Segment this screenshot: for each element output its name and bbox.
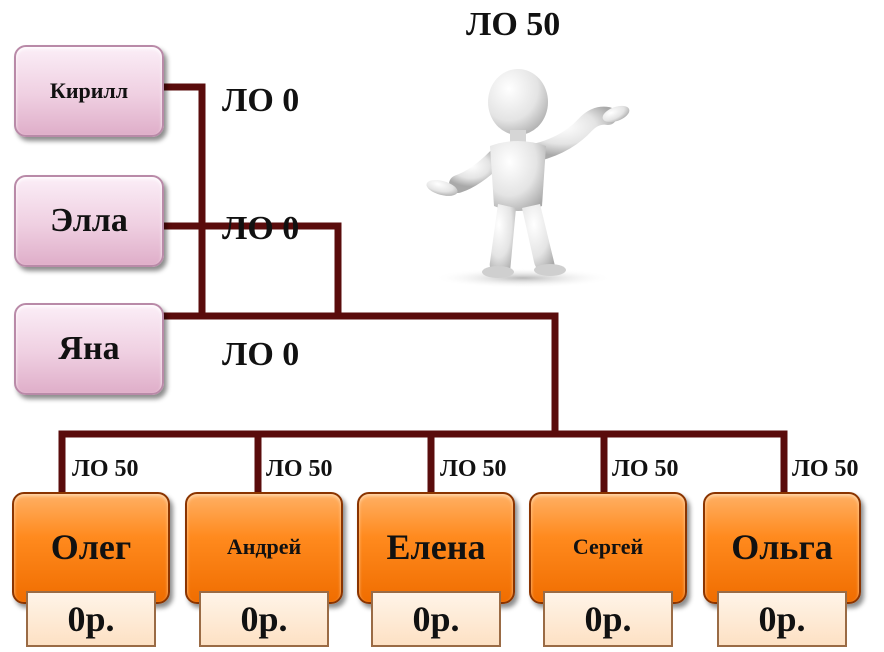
top-lo-label: ЛО 50: [466, 6, 561, 43]
partner-lo-olga: ЛО 50: [792, 456, 859, 482]
partner-box-elena: Елена: [357, 492, 515, 604]
sponsor-name: Яна: [58, 330, 120, 367]
sponsor-box-yana: Яна: [14, 303, 164, 395]
connector-ella: [162, 222, 342, 320]
3d-person-presenting-icon: [426, 69, 630, 288]
partner-box-andrey: Андрей: [185, 492, 343, 604]
partner-box-oleg: Олег: [12, 492, 170, 604]
partner-name: Елена: [386, 527, 486, 567]
amount-box-andrey: 0р.: [199, 591, 329, 647]
sponsor-name: Элла: [50, 202, 128, 239]
sponsor-box-kirill: Кирилл: [14, 45, 164, 137]
connector-yana: [162, 312, 559, 438]
partner-box-sergey: Сергей: [529, 492, 687, 604]
partner-lo-oleg: ЛО 50: [72, 456, 139, 482]
partner-lo-elena: ЛО 50: [440, 456, 507, 482]
sponsor-lo-kirill: ЛО 0: [222, 82, 300, 119]
partner-name: Андрей: [226, 534, 302, 559]
sponsor-lo-ella: ЛО 0: [222, 210, 300, 247]
sponsor-lo-yana: ЛО 0: [222, 336, 300, 373]
partner-name: Сергей: [572, 534, 644, 559]
amount-box-olga: 0р.: [717, 591, 847, 647]
partner-lo-andrey: ЛО 50: [266, 456, 333, 482]
amount-box-oleg: 0р.: [26, 591, 156, 647]
partner-box-olga: Ольга: [703, 492, 861, 604]
connector-kirill: [162, 83, 206, 320]
amount-box-elena: 0р.: [371, 591, 501, 647]
sponsor-box-ella: Элла: [14, 175, 164, 267]
partner-name: Ольга: [731, 527, 833, 567]
partner-lo-sergey: ЛО 50: [612, 456, 679, 482]
amount-box-sergey: 0р.: [543, 591, 673, 647]
partner-name: Олег: [50, 527, 132, 567]
sponsor-name: Кирилл: [49, 78, 129, 103]
